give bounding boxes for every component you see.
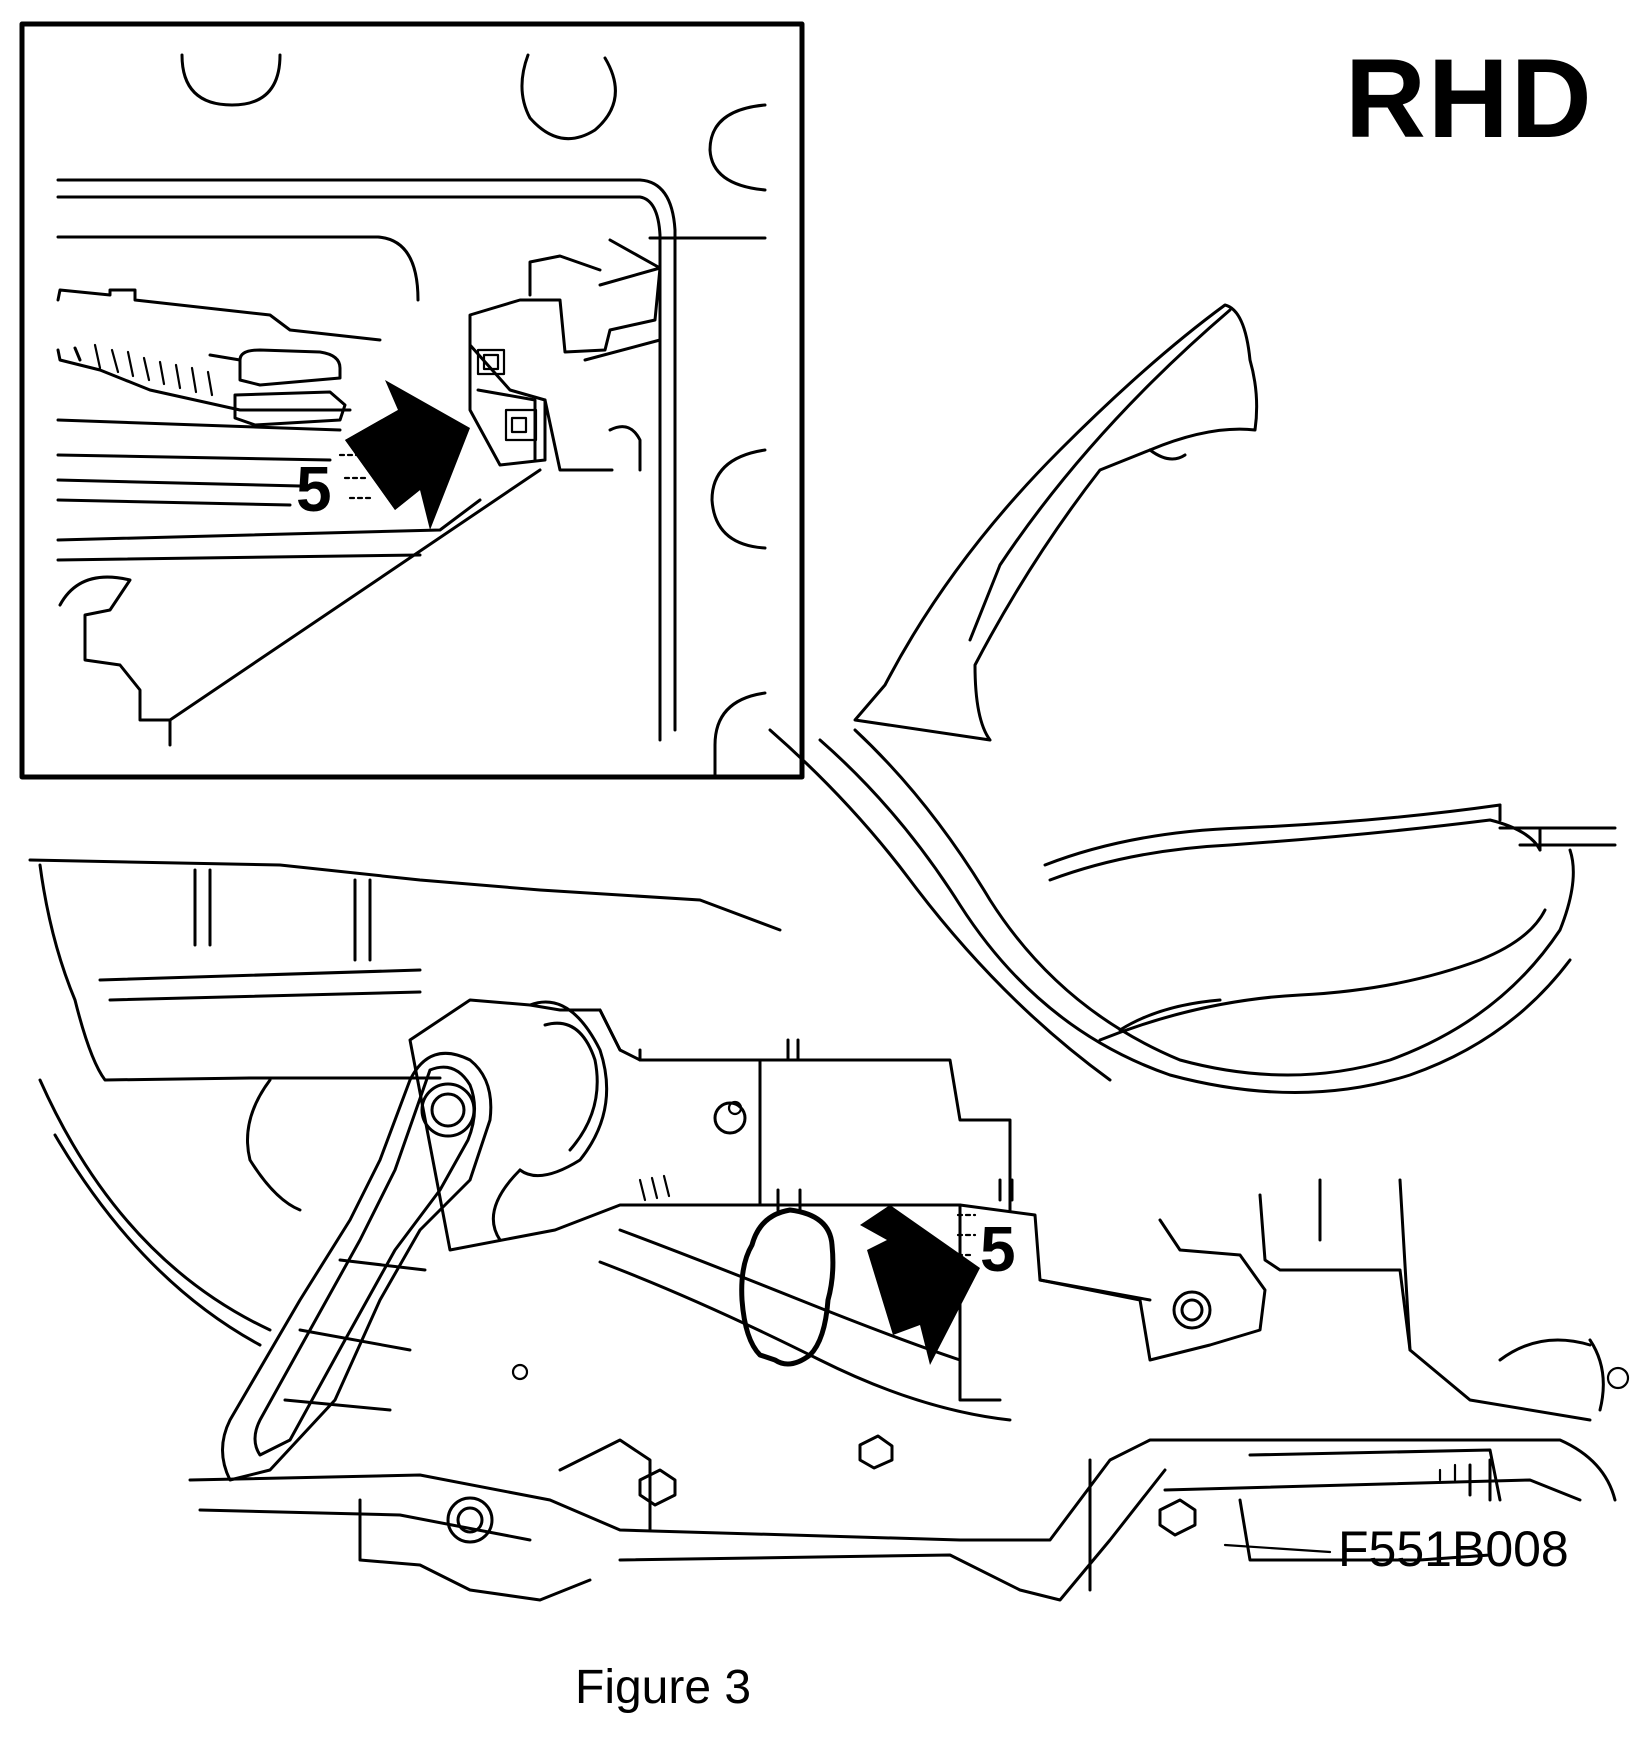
drive-side-label: RHD	[1345, 36, 1594, 161]
figure-code: F551B008	[1338, 1521, 1569, 1577]
inset-detail-view	[19, 21, 805, 780]
callout-number-main: 5	[980, 1213, 1016, 1285]
bolt-right	[1172, 1290, 1212, 1330]
bolt-left	[446, 1496, 494, 1544]
main-assembly-view	[28, 303, 1630, 1602]
figure-caption: Figure 3	[575, 1661, 752, 1714]
callout-number-inset: 5	[296, 453, 332, 525]
callout-arrow-main	[860, 1205, 980, 1365]
